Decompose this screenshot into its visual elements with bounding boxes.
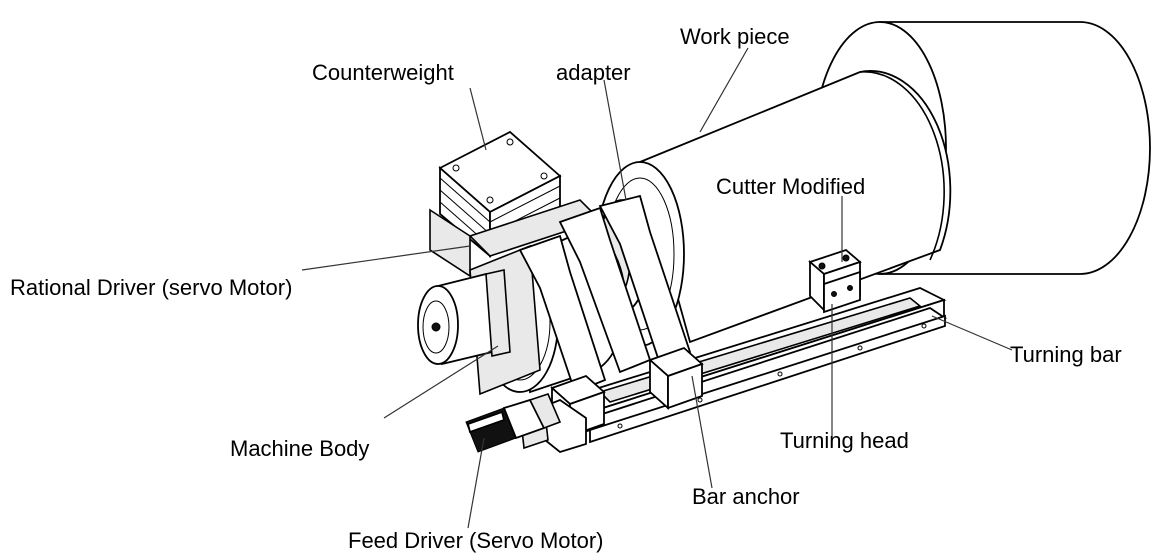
- label-turning-head: Turning head: [780, 428, 909, 453]
- counterweight-block: [429, 130, 602, 278]
- label-adapter: adapter: [556, 60, 631, 85]
- leader-counterweight: [469, 87, 487, 151]
- leader-feed-driver: [467, 437, 485, 529]
- label-bar-anchor: Bar anchor: [692, 484, 800, 509]
- leader-turning-bar: [931, 315, 1013, 351]
- leader-lines: [301, 47, 1013, 529]
- label-turning-bar: Turning bar: [1010, 342, 1122, 367]
- rotational-servo-motor: [417, 269, 511, 366]
- label-cutter-modified: Cutter Modified: [716, 174, 866, 199]
- leader-work-piece: [699, 47, 749, 133]
- leader-rotational-driver: [301, 245, 471, 271]
- leader-bar-anchor: [691, 375, 713, 489]
- leader-adapter: [603, 79, 627, 201]
- label-feed-driver: Feed Driver (Servo Motor): [348, 528, 604, 553]
- feed-servo-motor: [465, 393, 562, 453]
- leader-machine-body: [383, 345, 499, 419]
- work-piece: [595, 21, 1151, 347]
- label-rotational-driver: Rational Driver (servo Motor): [10, 275, 293, 300]
- label-work-piece: Work piece: [680, 24, 790, 49]
- label-counterweight: Counterweight: [312, 60, 454, 85]
- label-machine-body: Machine Body: [230, 436, 370, 461]
- turning-head-block: [808, 248, 862, 314]
